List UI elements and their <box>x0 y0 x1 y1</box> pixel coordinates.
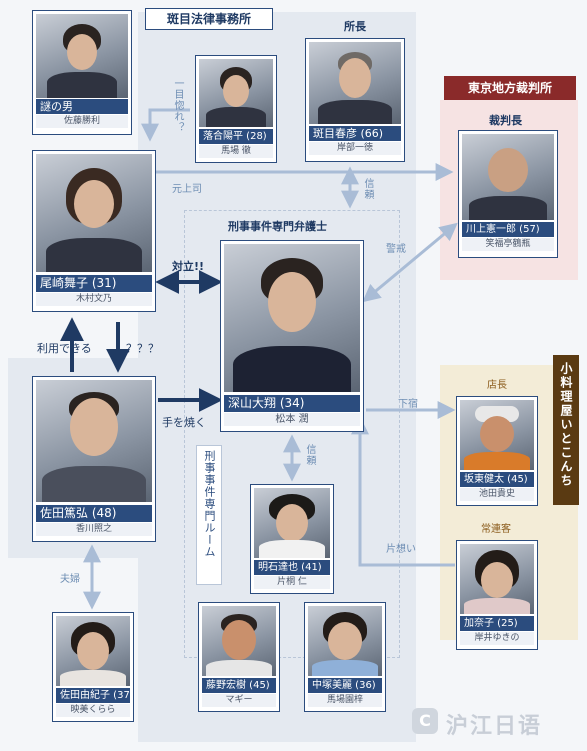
card-nazo[interactable]: 謎の男 佐藤勝利 <box>32 10 132 135</box>
portrait-akashi <box>254 488 330 558</box>
card-actor: 佐藤勝利 <box>36 115 128 128</box>
court-title: 東京地方裁判所 <box>444 76 576 100</box>
label-trust-madarame: 信頼 <box>362 178 373 200</box>
watermark-logo-icon: C <box>412 708 438 734</box>
card-yukiko[interactable]: 佐田由紀子 (37) 映美くらら <box>52 612 134 722</box>
label-conflict: 対立!! <box>172 260 205 273</box>
watermark: C 沪江日语 <box>412 704 580 740</box>
card-bando[interactable]: 坂東健太 (45) 池田貴史 <box>456 396 538 506</box>
label-crush: 片想い <box>386 544 416 555</box>
card-name: 川上憲一郎 (57) <box>462 222 554 237</box>
card-actor: 香川照之 <box>36 523 152 536</box>
card-name: 尾崎舞子 (31) <box>36 275 152 292</box>
portrait-nazo <box>36 14 128 98</box>
portrait-bando <box>460 400 534 470</box>
card-actor: 馬場園梓 <box>308 694 382 707</box>
card-actor: 岸井ゆきの <box>460 632 534 645</box>
portrait-kawakami <box>462 134 554 220</box>
card-nakatsuka[interactable]: 中塚美麗 (36) 馬場園梓 <box>304 602 386 712</box>
portrait-miyama <box>224 244 360 392</box>
card-name: 佐田由紀子 (37) <box>56 688 130 703</box>
line-crush <box>351 416 455 567</box>
label-former-boss: 元上司 <box>172 184 202 195</box>
card-actor: 片桐 仁 <box>254 576 330 589</box>
card-name: 深山大翔 (34) <box>224 395 360 412</box>
label-help: 手を焼く <box>162 416 206 429</box>
portrait-yukiko <box>56 616 130 686</box>
card-fujino[interactable]: 藤野宏樹 (45) マギー <box>198 602 280 712</box>
card-madarame[interactable]: 斑目春彦 (66) 岸部一徳 <box>305 38 405 162</box>
label-ichimoku: 一目惚れ？ <box>172 78 183 133</box>
label-lodge: 下宿 <box>398 399 418 410</box>
role-manager: 店長 <box>487 380 507 391</box>
label-caution: 警戒 <box>386 244 406 255</box>
card-sada[interactable]: 佐田篤弘 (48) 香川照之 <box>32 376 156 542</box>
label-qqq: ？？？ <box>126 342 159 355</box>
portrait-ochiai <box>199 59 273 127</box>
card-actor: マギー <box>202 694 276 707</box>
label-couple: 夫婦 <box>60 574 80 585</box>
portrait-sada <box>36 380 152 502</box>
card-name: 斑目春彦 (66) <box>309 126 401 141</box>
card-actor: 木村文乃 <box>36 293 152 306</box>
card-actor: 映美くらら <box>56 704 130 717</box>
card-name: 中塚美麗 (36) <box>308 678 382 693</box>
card-akashi[interactable]: 明石達也 (41) 片桐 仁 <box>250 484 334 594</box>
restaurant-title-text: 小料理屋いとこんち <box>559 362 573 488</box>
card-name: 佐田篤弘 (48) <box>36 505 152 522</box>
card-actor: 馬場 徹 <box>199 145 273 158</box>
card-actor: 岸部一徳 <box>309 142 401 155</box>
card-kanako[interactable]: 加奈子 (25) 岸井ゆきの <box>456 540 538 650</box>
restaurant-title <box>553 355 579 505</box>
criminal-lawyer-title: 刑事事件専門弁護士 <box>228 220 327 233</box>
role-judge: 裁判長 <box>489 114 522 127</box>
line-caution <box>362 222 458 303</box>
criminal-room-title: 刑事事件専門ルーム <box>203 450 216 558</box>
card-miyama[interactable]: 深山大翔 (34) 松本 潤 <box>220 240 364 432</box>
card-name: 明石達也 (41) <box>254 560 330 575</box>
card-name: 坂東健太 (45) <box>460 472 534 487</box>
label-use: 利用できる <box>37 342 92 355</box>
portrait-kanako <box>460 544 534 614</box>
card-actor: 笑福亭鶴瓶 <box>462 238 554 251</box>
portrait-nakatsuka <box>308 606 382 676</box>
card-ozaki[interactable]: 尾崎舞子 (31) 木村文乃 <box>32 150 156 312</box>
card-ochiai[interactable]: 落合陽平 (28) 馬場 徹 <box>195 55 277 163</box>
card-name: 謎の男 <box>36 99 128 114</box>
card-kawakami[interactable]: 川上憲一郎 (57) 笑福亭鶴瓶 <box>458 130 558 258</box>
card-name: 加奈子 (25) <box>460 616 534 631</box>
label-trust-akashi: 信頼 <box>304 444 315 466</box>
role-director: 所長 <box>344 20 366 33</box>
watermark-text: 沪江日语 <box>446 714 543 739</box>
portrait-fujino <box>202 606 276 676</box>
card-actor: 松本 潤 <box>224 413 360 426</box>
criminal-room-title-box <box>196 445 222 585</box>
criminal-lawyer-region <box>184 210 400 658</box>
portrait-madarame <box>309 42 401 124</box>
portrait-ozaki <box>36 154 152 272</box>
card-name: 藤野宏樹 (45) <box>202 678 276 693</box>
card-name: 落合陽平 (28) <box>199 129 273 144</box>
law-firm-title: 斑目法律事務所 <box>145 8 273 30</box>
card-actor: 池田貴史 <box>460 488 534 501</box>
line-ichimoku <box>141 108 190 142</box>
role-regular: 常連客 <box>481 524 511 535</box>
